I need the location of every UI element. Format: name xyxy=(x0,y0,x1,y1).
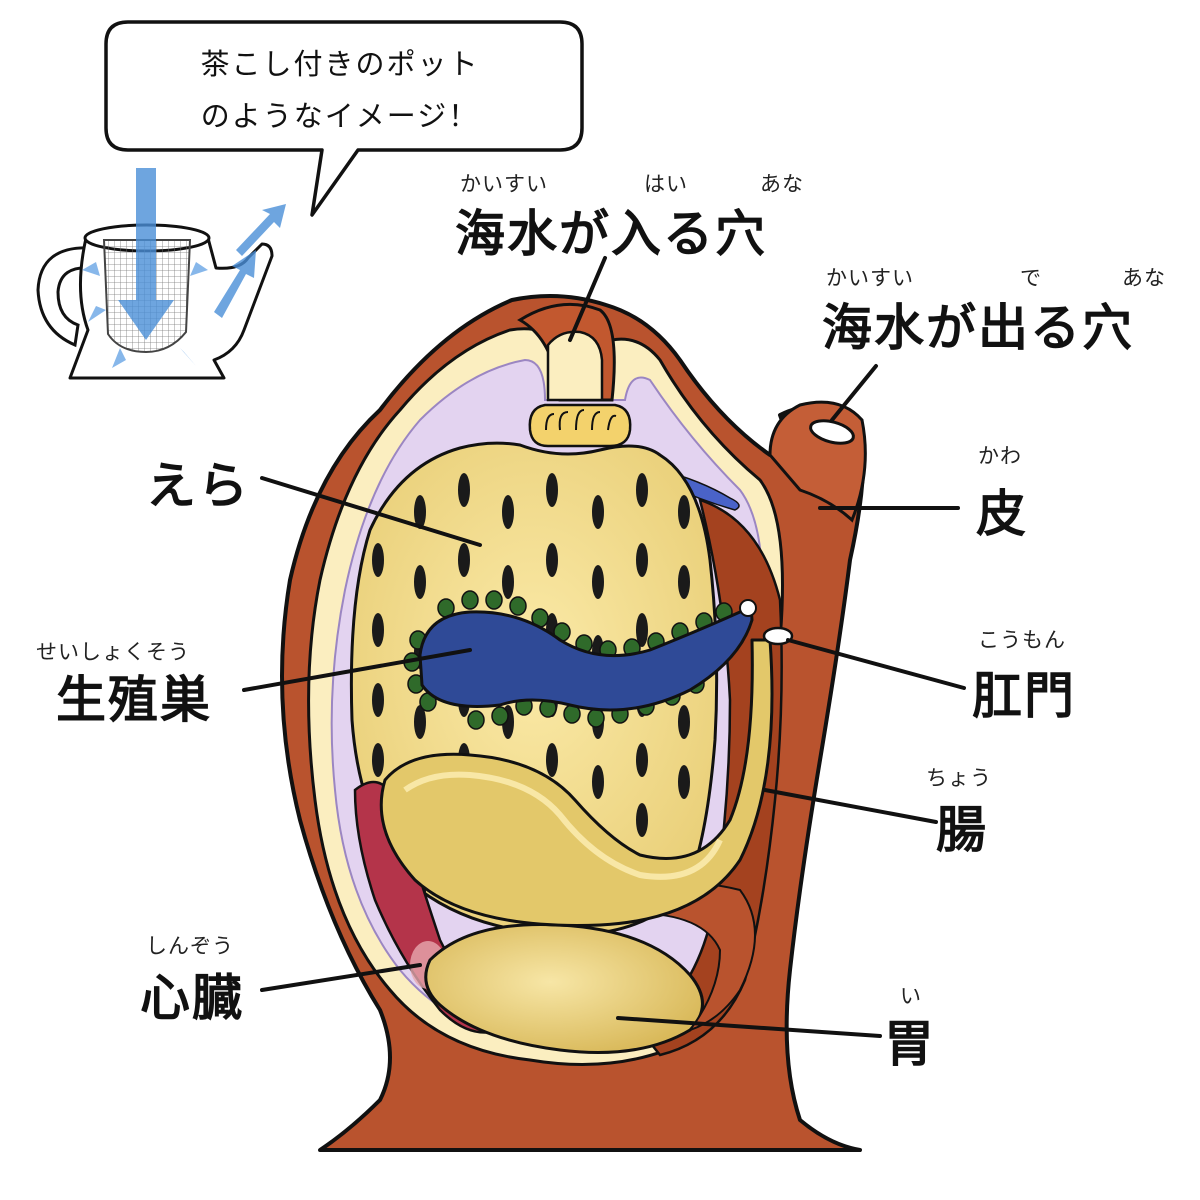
label-outlet-hole: 海水が出る穴 xyxy=(822,299,1134,357)
inlet-ruby-3: あな xyxy=(760,172,804,196)
gonad-ruby: せいしょくそう xyxy=(36,640,190,664)
gill-slit xyxy=(502,565,514,599)
gill-slit xyxy=(546,543,558,577)
gill-slit xyxy=(546,473,558,507)
teapot-with-strainer-icon xyxy=(36,168,286,380)
gill-slit xyxy=(636,613,648,647)
anus-opening xyxy=(762,626,794,646)
gill-slit xyxy=(372,683,384,717)
gill-slit xyxy=(372,613,384,647)
leader-lines xyxy=(242,256,966,1038)
inlet-ruby-1: かいすい xyxy=(460,172,548,196)
gill-slit xyxy=(592,495,604,529)
gill-slit xyxy=(636,473,648,507)
stomach-ruby: い xyxy=(900,984,922,1008)
label-stomach: 胃 xyxy=(884,1015,936,1073)
gonad-bump xyxy=(467,710,485,730)
outlet-ruby-2: で xyxy=(1020,266,1042,290)
gill-slit xyxy=(636,803,648,837)
gill-slit xyxy=(678,565,690,599)
label-heart: 心臓 xyxy=(140,969,244,1027)
oral-tentacles xyxy=(528,403,632,448)
gill-slit xyxy=(458,473,470,507)
outlet-ruby-1: かいすい xyxy=(826,266,914,290)
gill-slit xyxy=(372,743,384,777)
gill-slit xyxy=(636,543,648,577)
gill-slit xyxy=(636,743,648,777)
gonad-bump xyxy=(587,708,605,728)
label-skin: 皮 xyxy=(976,485,1028,543)
gonad-bump xyxy=(461,590,479,610)
gonad-bump xyxy=(485,590,503,610)
gill-slit xyxy=(458,543,470,577)
gill-slit xyxy=(546,743,558,777)
anus-ruby: こうもん xyxy=(978,628,1066,652)
label-intestine: 腸 xyxy=(936,801,988,859)
gill-slit xyxy=(414,565,426,599)
gill-slit xyxy=(592,765,604,799)
intestine-organ xyxy=(379,638,774,927)
outlet-hole xyxy=(809,419,855,445)
gill-slit xyxy=(592,565,604,599)
label-gonad: 生殖巣 xyxy=(56,671,212,729)
skin-ruby: かわ xyxy=(978,444,1022,468)
gill-slit xyxy=(372,543,384,577)
label-anus: 肛門 xyxy=(972,667,1076,725)
speech-bubble xyxy=(104,20,584,217)
outlet-ruby-3: あな xyxy=(1122,266,1166,290)
water-flow-arrows-icon xyxy=(82,168,286,368)
heart-ruby: しんぞう xyxy=(146,934,234,958)
gonad-bump xyxy=(509,596,527,616)
label-inlet-hole: 海水が入る穴 xyxy=(455,205,767,263)
gill-slit xyxy=(678,495,690,529)
gill-slit xyxy=(414,495,426,529)
gill-slit xyxy=(678,765,690,799)
label-gill: えら xyxy=(146,457,250,515)
speech-bubble-line-2: のようなイメージ！ xyxy=(200,99,480,133)
intestine-ruby: ちょう xyxy=(926,766,992,790)
inlet-ruby-2: はい xyxy=(644,172,688,196)
gonad-bump xyxy=(491,706,509,726)
gill-slit xyxy=(414,705,426,739)
speech-bubble-line-1: 茶こし付きのポット xyxy=(200,47,480,81)
gill-slit xyxy=(502,495,514,529)
gill-slit xyxy=(678,705,690,739)
